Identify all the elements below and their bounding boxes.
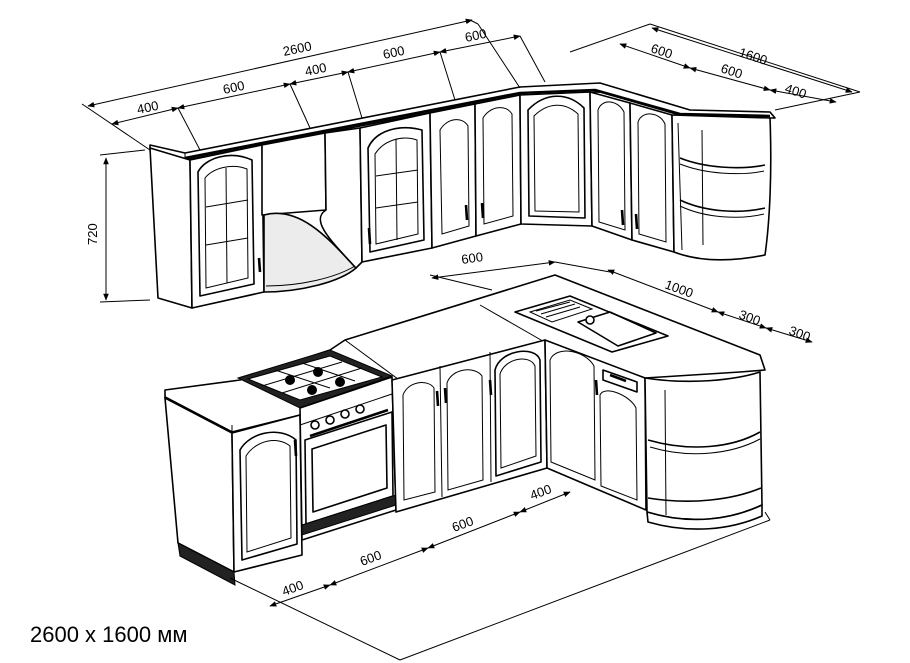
base-cabinet-corner (544, 339, 647, 511)
size-caption: 2600 x 1600 мм (30, 622, 188, 647)
dim-counter-300-b: 300 (787, 323, 813, 345)
dim-upper-400-a: 400 (136, 98, 160, 117)
dim-floor-600-a: 600 (358, 547, 384, 569)
dim-side-600-a: 600 (649, 41, 674, 62)
lower-cabinets (164, 274, 766, 586)
dim-upper-600-c: 600 (464, 26, 488, 45)
dim-side-400: 400 (783, 81, 808, 102)
upper-end-shelves (671, 114, 772, 261)
upper-corner-cabinet (519, 91, 593, 227)
upper-glass-cabinet-left (149, 144, 265, 309)
lower-end-shelves (644, 371, 763, 530)
upper-cabinets (149, 82, 776, 309)
dim-counter-300-a: 300 (737, 307, 763, 329)
gas-hob (236, 349, 394, 409)
dim-floor-400-a: 400 (280, 577, 306, 599)
dim-height: 720 (85, 223, 100, 245)
dim-upper-400-b: 400 (304, 60, 328, 79)
dim-counter-600: 600 (460, 249, 484, 267)
dimension-lines (81, 18, 861, 661)
dim-upper-total: 2600 (282, 38, 313, 59)
base-cabinet-center (391, 339, 548, 513)
dim-side-total: 1600 (737, 45, 769, 68)
upper-double-cabinet (429, 94, 522, 249)
oven (299, 376, 397, 541)
dim-upper-600-b: 600 (382, 43, 406, 62)
dimension-labels: 2600 400 600 400 600 600 600 1600 600 40… (85, 26, 812, 599)
upper-right-cabinet (589, 91, 675, 253)
sink (514, 295, 669, 353)
dim-floor-600-b: 600 (450, 513, 476, 535)
dim-side-600-b: 600 (719, 61, 744, 82)
base-cabinet-left (164, 397, 303, 586)
dim-upper-600-a: 600 (222, 78, 246, 97)
upper-glass-cabinet-right (359, 112, 433, 263)
range-hood (261, 127, 363, 293)
dim-floor-400-b: 400 (528, 481, 554, 503)
